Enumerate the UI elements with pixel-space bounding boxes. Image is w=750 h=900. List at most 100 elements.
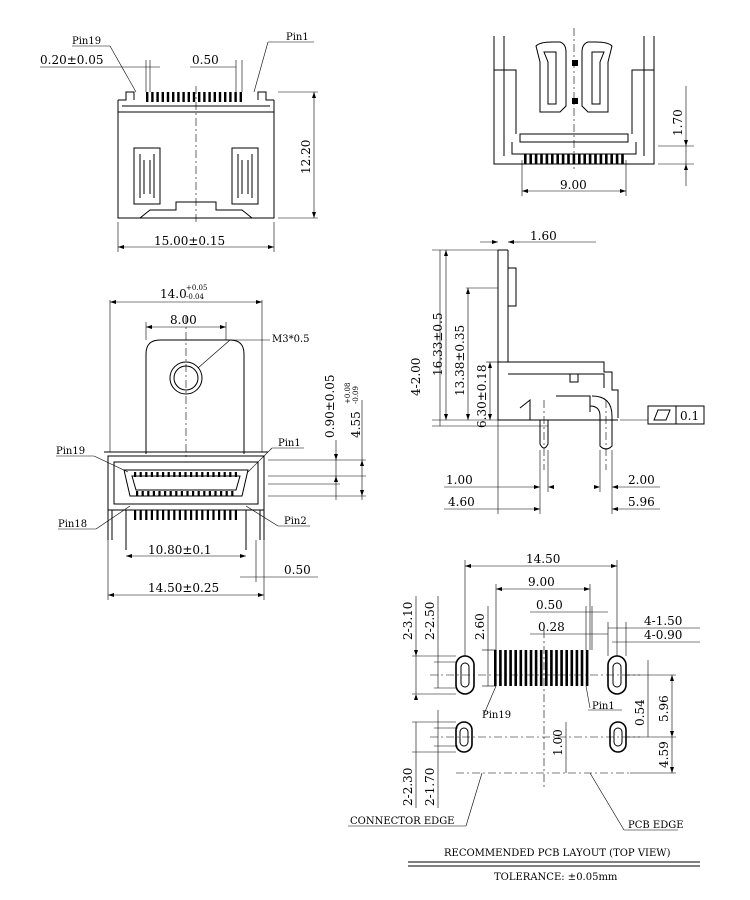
pcb-pad xyxy=(534,650,538,686)
end-pin xyxy=(567,154,570,164)
front-pin xyxy=(182,92,185,102)
front-view: 15.00±0.15 12.20 Pin19 Pin1 0.20±0.05 0.… xyxy=(40,32,318,252)
top-pin xyxy=(201,472,204,477)
pcb-connector-edge-label: CONNECTOR EDGE xyxy=(350,816,454,827)
end-pin xyxy=(610,154,613,164)
top-pin xyxy=(184,510,187,520)
pcb-dim-054-label: 0.54 xyxy=(633,699,647,726)
pcb-pad xyxy=(555,650,558,686)
pcb-dim-100-label: 1.00 xyxy=(551,729,565,756)
front-pin xyxy=(187,92,190,102)
top-pin xyxy=(225,491,228,496)
end-width-label: 9.00 xyxy=(560,178,587,192)
front-pin19-label: Pin19 xyxy=(72,36,101,47)
top-pin xyxy=(218,510,221,520)
pcb-pads xyxy=(494,650,589,686)
front-view-pins xyxy=(146,92,242,102)
top-pin xyxy=(231,491,234,496)
pcb-layout: 14.50 9.00 0.50 0.28 4-1.50 4-0.90 2-3.1… xyxy=(348,552,700,831)
pcb-pad xyxy=(570,650,574,686)
top-pin xyxy=(150,472,153,477)
front-pin-width-label: 0.20±0.05 xyxy=(40,53,104,67)
front-pin xyxy=(172,92,175,102)
end-view: 1.70 9.00 xyxy=(493,28,694,196)
end-pin xyxy=(605,154,608,164)
pcb-pin1-label: Pin1 xyxy=(592,701,615,712)
top-pin xyxy=(212,510,215,520)
top-view: 14.0 +0.05 -0.04 8.00 M3*0.5 0.90±0.05 4… xyxy=(56,284,366,600)
top-pin2-label: Pin2 xyxy=(284,516,307,527)
top-pin xyxy=(178,472,181,477)
front-pin xyxy=(203,92,206,102)
top-pin xyxy=(175,491,178,496)
top-pin xyxy=(156,510,159,520)
pcb-dim-260-label: 2.60 xyxy=(473,613,487,640)
pcb-dim-1450-label: 14.50 xyxy=(526,552,560,566)
front-pin xyxy=(234,92,237,102)
front-pin xyxy=(229,92,232,102)
top-pin xyxy=(145,510,148,520)
front-pin xyxy=(218,92,222,102)
side-dim-630-label: 6.30±0.18 xyxy=(475,365,489,429)
side-flatness-label: 0.1 xyxy=(680,409,699,423)
top-pin xyxy=(184,472,187,477)
front-pin xyxy=(239,92,242,102)
top-pin xyxy=(180,491,183,496)
end-pin xyxy=(561,154,565,164)
end-pin xyxy=(621,154,624,164)
side-dim-596-label: 5.96 xyxy=(628,495,655,509)
top-pin xyxy=(162,510,165,520)
pcb-dim-2-230-label: 2-2.30 xyxy=(401,768,415,806)
end-pin xyxy=(551,154,554,164)
pcb-pin19-label: Pin19 xyxy=(482,710,511,721)
pcb-dim-028-label: 0.28 xyxy=(538,620,565,634)
top-pin1-label: Pin1 xyxy=(278,438,301,449)
front-height-label: 12.20 xyxy=(299,140,313,174)
end-pin xyxy=(534,154,538,164)
top-pin xyxy=(178,510,181,520)
top-pin xyxy=(220,491,223,496)
top-pin xyxy=(203,491,206,496)
pcb-pad xyxy=(514,650,517,686)
top-pin18-label: Pin18 xyxy=(58,519,87,530)
top-pin xyxy=(156,472,159,477)
top-pin xyxy=(234,510,237,520)
footer-tolerance: TOLERANCE: ±0.05mm xyxy=(494,872,618,883)
pcb-dim-2-310-label: 2-3.10 xyxy=(401,602,415,640)
top-pin xyxy=(158,491,161,496)
pcb-dim-596-label: 5.96 xyxy=(657,695,671,722)
top-pin xyxy=(234,472,237,477)
front-pitch-label: 0.50 xyxy=(192,53,219,67)
top-width-tol-minus: -0.04 xyxy=(186,293,204,301)
top-pin xyxy=(190,472,193,477)
end-pin xyxy=(594,154,597,164)
end-pin xyxy=(540,154,543,164)
top-pin xyxy=(218,472,221,477)
front-width-label: 15.00±0.15 xyxy=(154,234,225,248)
top-hole-label: M3*0.5 xyxy=(272,334,310,345)
side-dim-160-label: 1.60 xyxy=(530,229,557,243)
top-width-tol-plus: +0.05 xyxy=(186,284,207,292)
top-pin xyxy=(229,510,232,520)
end-pin xyxy=(524,154,527,164)
pcb-pad xyxy=(494,650,497,686)
front-pin xyxy=(151,92,154,102)
pcb-pad xyxy=(519,650,523,686)
front-pin xyxy=(161,92,164,102)
side-dim-460-label: 4.60 xyxy=(448,495,475,509)
side-dim-100-label: 1.00 xyxy=(446,473,473,487)
pcb-dim-2-170-label: 2-1.70 xyxy=(423,768,437,806)
pcb-dim-4-150-label: 4-1.50 xyxy=(644,614,682,628)
pcb-edge-label: PCB EDGE xyxy=(628,820,684,831)
top-pin xyxy=(134,472,137,477)
end-height-label: 1.70 xyxy=(671,109,685,136)
top-pin xyxy=(190,510,193,520)
end-pin xyxy=(588,154,592,164)
top-pin xyxy=(152,491,155,496)
end-pin xyxy=(545,154,549,164)
pcb-pad xyxy=(565,650,568,686)
front-pin xyxy=(208,92,211,102)
pcb-pad xyxy=(560,650,563,686)
top-pin xyxy=(197,491,200,496)
